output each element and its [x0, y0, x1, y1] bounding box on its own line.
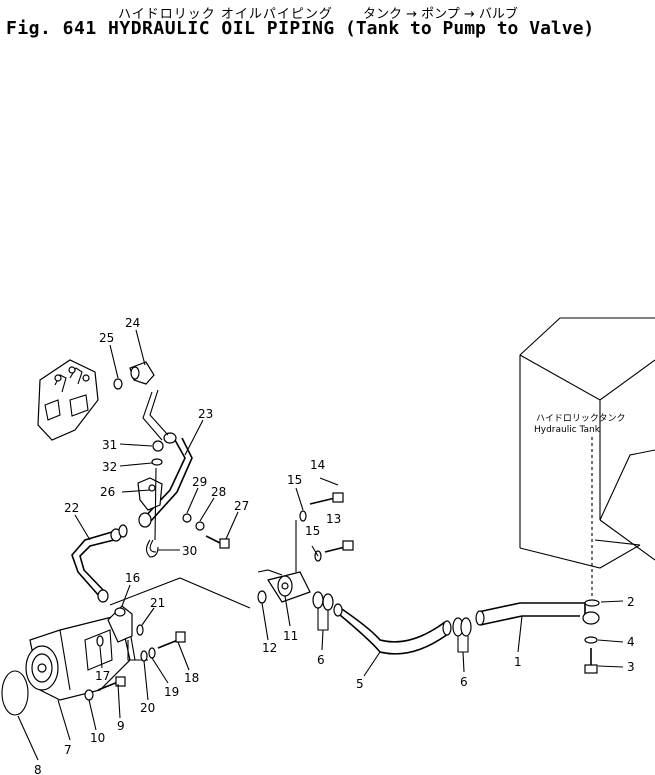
- part-label-17: 17: [95, 669, 110, 683]
- part-label-7: 7: [64, 743, 72, 757]
- o-ring-8: [1, 670, 29, 716]
- washer-21: [136, 624, 144, 636]
- part-label-31: 31: [102, 438, 117, 452]
- figure-title: Fig. 641 HYDRAULIC OIL PIPING: [6, 18, 335, 39]
- hydraulic-pump-7: [25, 614, 136, 701]
- washer-10: [84, 689, 94, 701]
- part-label-9: 9: [117, 719, 125, 733]
- part-label-23: 23: [198, 407, 213, 421]
- bolt-3: [584, 648, 598, 674]
- washer-20: [140, 650, 148, 662]
- clamp-6-right: [452, 617, 472, 653]
- bracket-leader-line: [154, 467, 157, 541]
- elbow-16: [107, 605, 148, 661]
- hose-5: [333, 603, 452, 655]
- washer-28: [195, 521, 205, 531]
- part-label-28: 28: [211, 485, 226, 499]
- part-label-6-right: 6: [460, 675, 468, 689]
- bracket-26: [137, 477, 163, 511]
- o-ring-17: [96, 635, 104, 647]
- part-label-2: 2: [627, 595, 635, 609]
- part-label-1: 1: [514, 655, 522, 669]
- flange-11: [257, 569, 311, 603]
- part-label-4: 4: [627, 635, 635, 649]
- figure-subtitle-text: Tank to Pump to Valve: [355, 18, 584, 39]
- bolt-9: [97, 676, 126, 691]
- washer-29: [182, 513, 192, 523]
- part-label-25: 25: [99, 331, 114, 345]
- control-valve: [37, 359, 99, 441]
- part-label-5: 5: [356, 677, 364, 691]
- figure-subtitle-japanese: タンク → ポンプ → バルブ: [363, 7, 518, 22]
- pipe-1: [475, 602, 600, 626]
- part-label-21: 21: [150, 596, 165, 610]
- part-label-16: 16: [125, 571, 140, 585]
- part-label-14: 14: [310, 458, 325, 472]
- bolt-13: [324, 540, 354, 553]
- part-label-8: 8: [34, 763, 42, 775]
- tank-label: Hydraulic Tank: [534, 425, 601, 435]
- part-label-13: 13: [326, 512, 341, 526]
- part-label-3: 3: [627, 660, 635, 674]
- clamp-30: [145, 539, 159, 558]
- part-label-22: 22: [64, 501, 79, 515]
- part-labels: [17, 329, 624, 761]
- part-label-15-upper: 15: [287, 473, 302, 487]
- part-label-11: 11: [283, 629, 298, 643]
- part-label-26: 26: [100, 485, 115, 499]
- o-ring-25: [113, 378, 123, 390]
- part-label-19: 19: [164, 685, 179, 699]
- washer-15-upper: [299, 510, 307, 522]
- part-label-6-left: 6: [317, 653, 325, 667]
- part-label-18: 18: [184, 671, 199, 685]
- part-label-20: 20: [140, 701, 155, 715]
- tank-label-japanese: ハイドロリックタンク: [536, 413, 625, 424]
- part-label-29: 29: [192, 475, 207, 489]
- washer-4: [584, 636, 598, 644]
- part-label-12: 12: [262, 641, 277, 655]
- part-label-10: 10: [90, 731, 105, 745]
- clamp-6-left: [312, 591, 334, 631]
- part-label-27: 27: [234, 499, 249, 513]
- part-label-32: 32: [102, 460, 117, 474]
- part-label-24: 24: [125, 316, 140, 330]
- o-ring-12: [257, 590, 267, 604]
- part-label-30: 30: [182, 544, 197, 558]
- washer-32: [151, 458, 163, 466]
- figure-title-japanese: ハイドロリック オイルパイピング: [118, 7, 333, 22]
- hose-22: [71, 524, 128, 603]
- bolt-27: [205, 535, 230, 549]
- bolt-14: [309, 492, 344, 505]
- elbow-24: [129, 361, 155, 385]
- figure-subtitle: (Tank to Pump to Valve): [345, 18, 595, 39]
- hydraulic-tank: [519, 317, 655, 569]
- pump-flange-leader: [109, 577, 251, 609]
- part-label-15-lower: 15: [305, 524, 320, 538]
- washer-19: [148, 647, 156, 659]
- bolt-18: [157, 631, 186, 649]
- o-ring-2: [584, 599, 600, 607]
- nut-31: [152, 440, 164, 452]
